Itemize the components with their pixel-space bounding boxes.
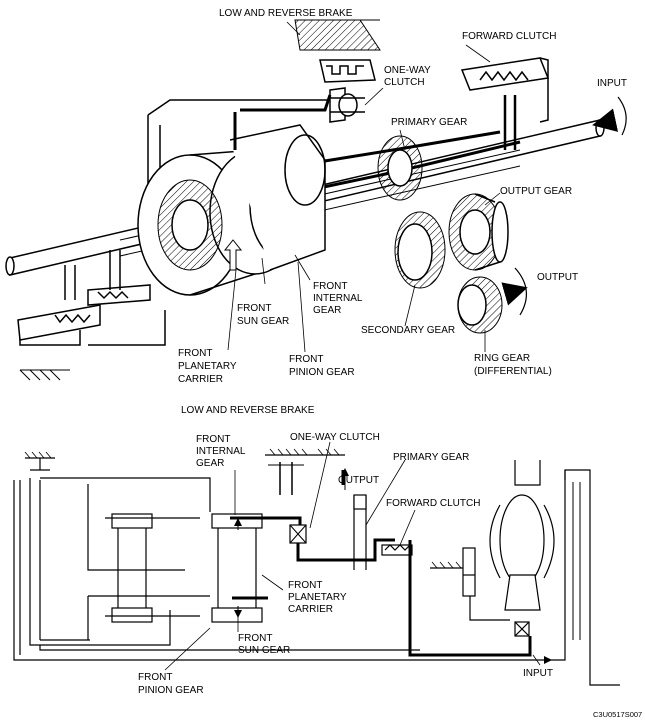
label-front-planetary-carrier-3: CARRIER bbox=[178, 374, 224, 385]
label-front-internal-gear-1: FRONT bbox=[313, 281, 348, 292]
schematic-label-front-internal-gear-1: FRONT bbox=[196, 434, 231, 445]
label-front-pinion-gear-1: FRONT bbox=[289, 354, 324, 365]
label-front-sun-gear-1: FRONT bbox=[237, 303, 272, 314]
schematic-leader-lines bbox=[164, 441, 541, 671]
schematic-label-front-planetary-carrier-1: FRONT bbox=[288, 580, 323, 591]
label-front-planetary-carrier-1: FRONT bbox=[178, 348, 213, 359]
schematic-label-output: OUTPUT bbox=[338, 475, 380, 486]
schematic-arrows bbox=[234, 468, 552, 664]
label-one-way-clutch-2: CLUTCH bbox=[384, 77, 425, 88]
schematic-label-front-sun-gear-1: FRONT bbox=[238, 633, 273, 644]
figure-code: C3U0517S007 bbox=[593, 710, 643, 719]
schematic-label-front-planetary-carrier-2: PLANETARY bbox=[288, 592, 347, 603]
schematic-label-forward-clutch: FORWARD CLUTCH bbox=[386, 498, 481, 509]
label-one-way-clutch-1: ONE-WAY bbox=[384, 65, 431, 76]
schematic-label-primary-gear: PRIMARY GEAR bbox=[393, 452, 470, 463]
schematic-label-front-planetary-carrier-3: CARRIER bbox=[288, 604, 334, 615]
label-ring-gear-1: RING GEAR bbox=[474, 353, 531, 364]
schematic-label-front-pinion-gear-2: PINION GEAR bbox=[138, 685, 204, 696]
label-low-reverse-brake: LOW AND REVERSE BRAKE bbox=[219, 8, 353, 19]
label-front-planetary-carrier-2: PLANETARY bbox=[178, 361, 237, 372]
label-secondary-gear: SECONDARY GEAR bbox=[361, 325, 456, 336]
schematic-label-low-reverse-brake: LOW AND REVERSE BRAKE bbox=[181, 405, 315, 416]
label-primary-gear: PRIMARY GEAR bbox=[391, 117, 468, 128]
schematic-power-flow bbox=[230, 470, 532, 657]
label-front-internal-gear-2: INTERNAL bbox=[313, 293, 363, 304]
label-front-sun-gear-2: SUN GEAR bbox=[237, 316, 290, 327]
label-ring-gear-2: (DIFFERENTIAL) bbox=[474, 366, 552, 377]
label-input: INPUT bbox=[597, 78, 627, 89]
label-output: OUTPUT bbox=[537, 272, 579, 283]
label-front-pinion-gear-2: PINION GEAR bbox=[289, 367, 355, 378]
schematic-label-one-way-clutch: ONE-WAY CLUTCH bbox=[290, 432, 380, 443]
label-front-internal-gear-3: GEAR bbox=[313, 305, 342, 316]
label-output-gear: OUTPUT GEAR bbox=[500, 186, 573, 197]
schematic-label-input: INPUT bbox=[523, 668, 553, 679]
label-forward-clutch: FORWARD CLUTCH bbox=[462, 31, 557, 42]
cutaway-illustration bbox=[5, 19, 627, 381]
schematic-label-front-internal-gear-2: INTERNAL bbox=[196, 446, 246, 457]
schematic-label-front-internal-gear-3: GEAR bbox=[196, 458, 225, 469]
schematic-diagram bbox=[13, 448, 620, 686]
schematic-label-front-pinion-gear-1: FRONT bbox=[138, 672, 173, 683]
schematic-label-front-sun-gear-2: SUN GEAR bbox=[238, 645, 291, 656]
top-leader-lines bbox=[227, 21, 501, 353]
